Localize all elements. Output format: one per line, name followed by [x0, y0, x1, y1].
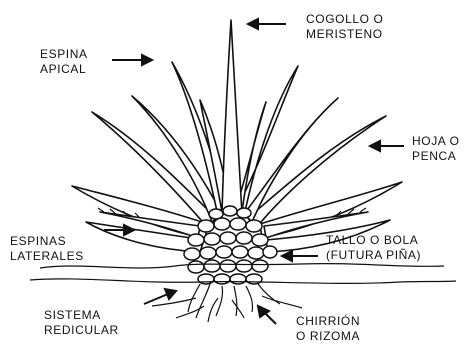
label-tallo: TALLO O BOLA (FUTURA PIÑA)	[326, 233, 421, 263]
label-espinas-laterales-line2: LATERALES	[10, 249, 84, 264]
label-tallo-line1: TALLO O BOLA	[326, 233, 421, 248]
label-cogollo-line2: MERISTENO	[306, 27, 383, 42]
label-espinas-laterales: ESPINAS LATERALES	[10, 234, 84, 264]
meristem-spire	[222, 20, 242, 214]
root-system	[152, 284, 302, 322]
label-sistema-line2: REDICULAR	[44, 323, 119, 338]
label-sistema-line1: SISTEMA	[44, 308, 119, 323]
label-hoja-line1: HOJA O	[412, 134, 460, 149]
label-tallo-line2: (FUTURA PIÑA)	[326, 248, 421, 263]
label-espina-apical: ESPINA APICAL	[40, 47, 88, 77]
label-cogollo-line1: COGOLLO O	[306, 12, 383, 27]
label-hoja: HOJA O PENCA	[412, 134, 460, 164]
label-espina-apical-line2: APICAL	[40, 62, 88, 77]
label-chirrion-line1: CHIRRIÓN	[296, 314, 360, 329]
label-chirrion: CHIRRIÓN O RIZOMA	[296, 314, 360, 344]
label-hoja-line2: PENCA	[412, 149, 460, 164]
label-espina-apical-line1: ESPINA	[40, 47, 88, 62]
label-chirrion-line2: O RIZOMA	[296, 329, 360, 344]
label-cogollo: COGOLLO O MERISTENO	[306, 12, 383, 42]
label-sistema: SISTEMA REDICULAR	[44, 308, 119, 338]
label-espinas-laterales-line1: ESPINAS	[10, 234, 84, 249]
